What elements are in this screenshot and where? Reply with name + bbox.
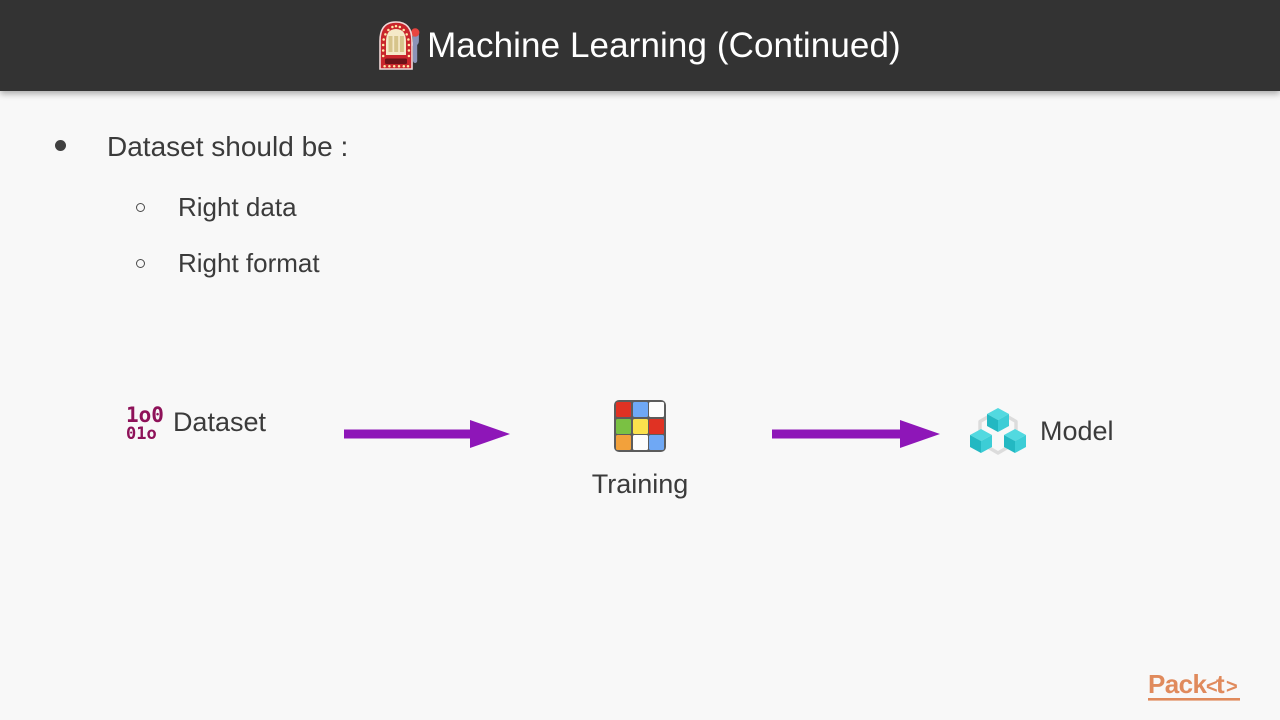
cube-cell xyxy=(632,435,648,450)
packt-logo: Pack < t > xyxy=(1148,669,1252,704)
pipeline-diagram: 1o0 01o Dataset Training xyxy=(0,390,1280,540)
cube-cell xyxy=(632,418,648,434)
diagram-node-model: Model xyxy=(968,402,1114,460)
bullet-list: Dataset should be : Right data Right for… xyxy=(0,131,1280,305)
slot-machine-icon xyxy=(375,17,425,75)
svg-text:>: > xyxy=(1226,676,1238,698)
list-item: Dataset should be : xyxy=(0,131,1280,163)
page-title: Machine Learning (Continued) xyxy=(427,26,901,65)
list-item: Right format xyxy=(0,248,1280,279)
cube-cell xyxy=(616,435,631,450)
svg-text:<: < xyxy=(1206,676,1218,698)
cube-cell xyxy=(649,418,664,434)
bullet-circle-icon xyxy=(136,259,145,269)
svg-text:Pack: Pack xyxy=(1148,670,1207,699)
binary-row-top: 1o0 xyxy=(126,403,164,427)
bullet-circle-icon xyxy=(136,203,145,213)
cube-cell xyxy=(649,435,664,450)
header-content: Machine Learning (Continued) xyxy=(375,17,901,75)
svg-text:t: t xyxy=(1216,670,1225,699)
cube-cell xyxy=(632,402,648,417)
list-item: Right data xyxy=(0,192,1280,223)
bullet-text: Right data xyxy=(178,192,297,223)
slide-header: Machine Learning (Continued) xyxy=(0,0,1280,91)
cube-cell xyxy=(616,418,631,434)
binary-row-bottom: 01o xyxy=(126,424,157,445)
diagram-node-label-training: Training xyxy=(591,469,689,499)
bullet-disc-icon xyxy=(55,140,66,151)
diagram-node-label-model: Model xyxy=(1040,415,1114,446)
cube-cell xyxy=(616,402,631,417)
diagram-node-dataset: 1o0 01o Dataset xyxy=(126,402,266,444)
rubiks-cube-icon xyxy=(614,400,666,452)
bullet-text: Dataset should be : xyxy=(107,131,349,162)
diagram-node-label-dataset: Dataset xyxy=(172,407,266,438)
cube-cell xyxy=(649,402,664,417)
arrow-dataset-to-training-icon xyxy=(344,418,510,450)
blockchain-cubes-icon xyxy=(968,402,1028,460)
diagram-node-training: Training xyxy=(582,390,698,498)
binary-digits-icon: 1o0 01o xyxy=(126,404,164,444)
bullet-text: Right format xyxy=(178,248,320,279)
arrow-training-to-model-icon xyxy=(772,418,940,450)
